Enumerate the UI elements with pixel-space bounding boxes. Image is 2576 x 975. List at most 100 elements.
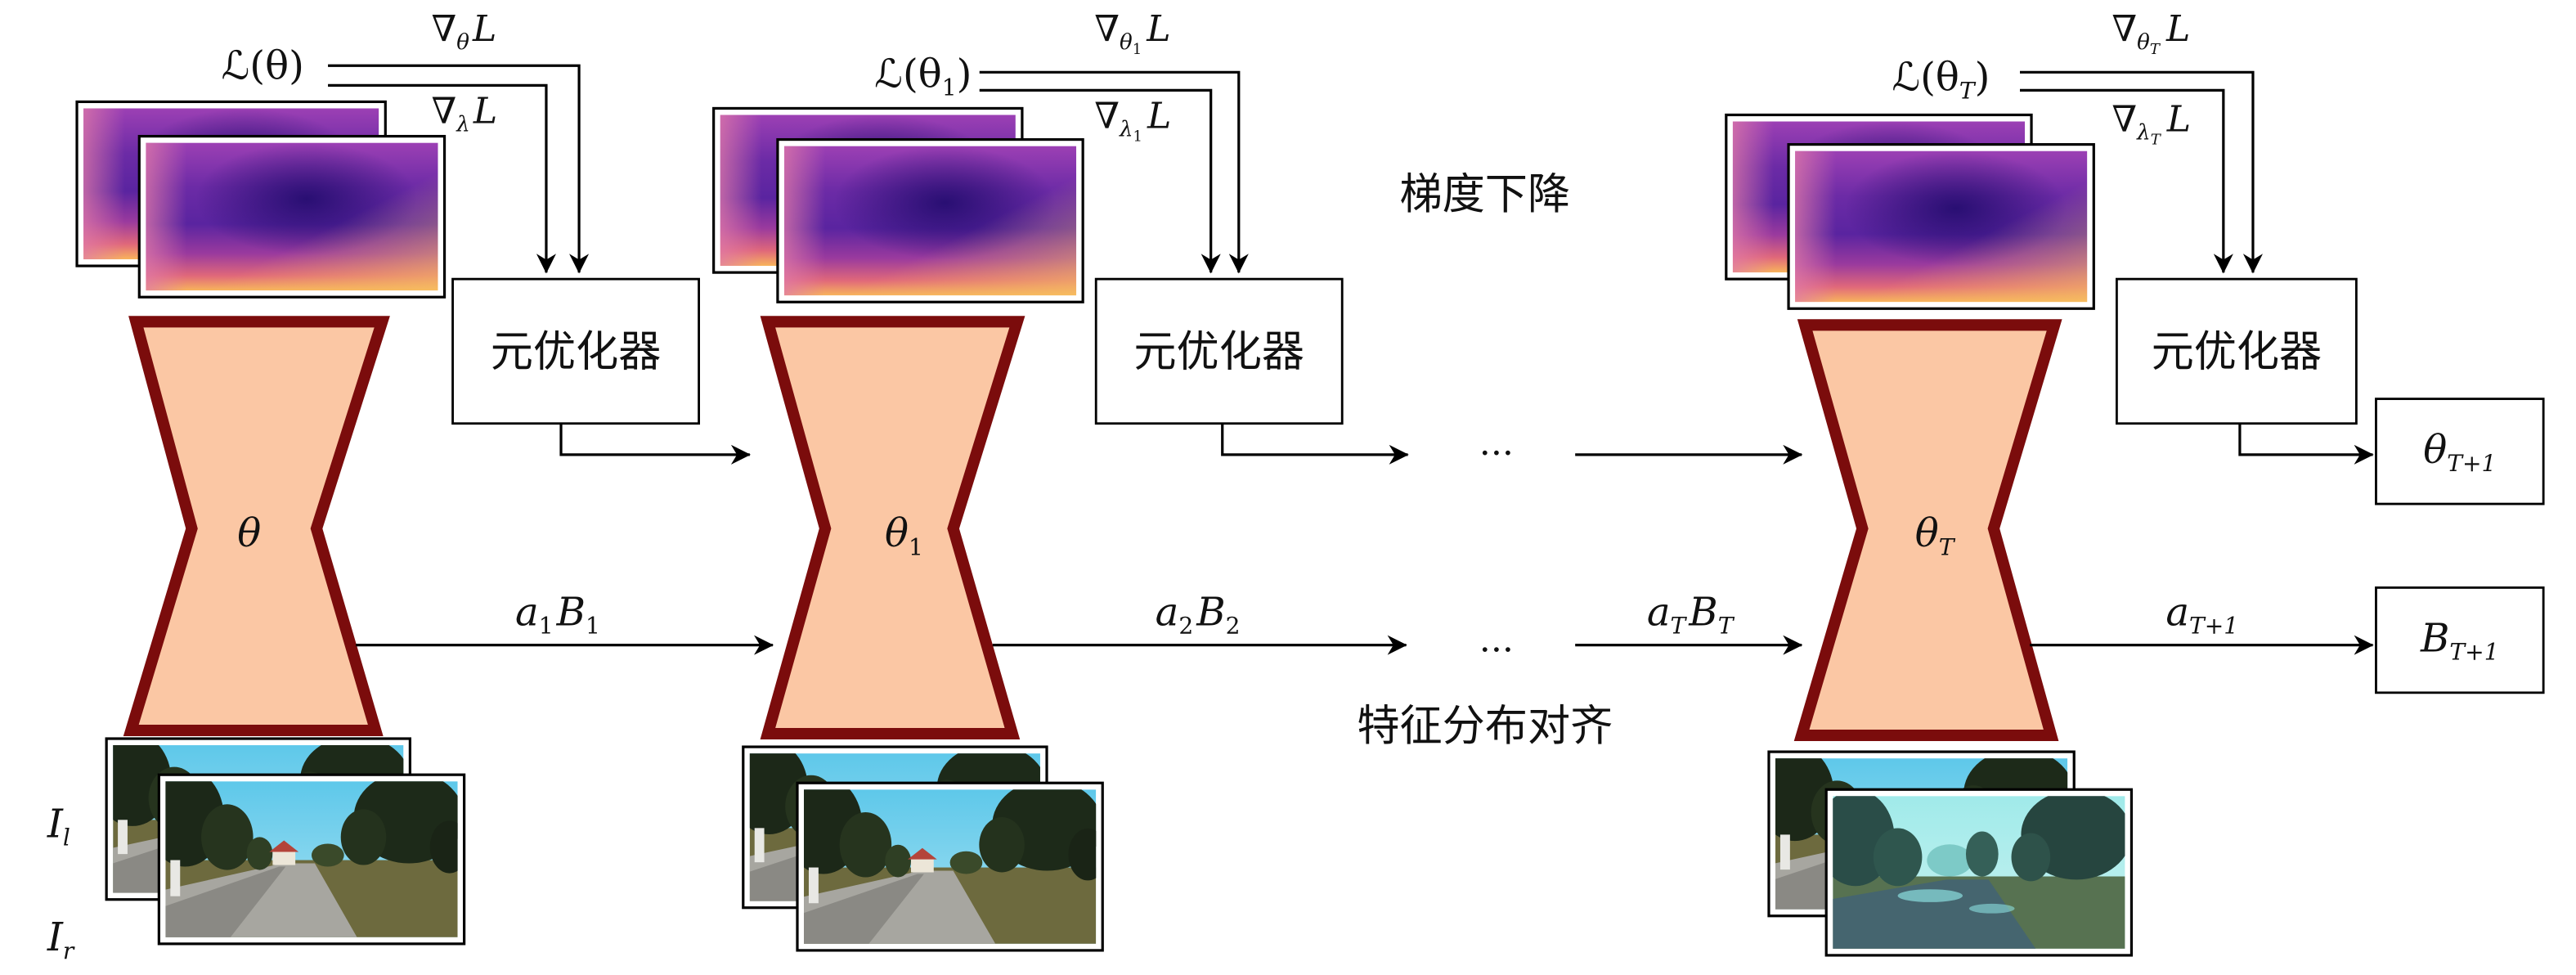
network-param: θ: [885, 510, 909, 556]
transfer-label: aT+1: [2165, 590, 2238, 640]
loss-text: ℒ(θ: [1892, 54, 1959, 100]
network-param-sub: T: [1939, 533, 1956, 560]
next-features-sub: T+1: [2449, 639, 2498, 666]
gradient-lambda-arrow: [979, 88, 1221, 274]
gradient-theta-arrow: [328, 64, 590, 274]
stereo-image-stack: [105, 737, 466, 946]
gradient-sub: θ: [1120, 30, 1133, 55]
meta-optimizer-box: [2115, 277, 2358, 425]
gradient-var: L: [473, 91, 497, 133]
nabla-symbol: ∇: [431, 8, 456, 50]
transfer-a-sub: 1: [539, 613, 554, 640]
ellipsis-bottom: ...: [1479, 619, 1514, 661]
transfer-b-sub: 1: [586, 613, 600, 640]
parameter-update-arrow: [1221, 423, 1409, 465]
loss-close: ): [957, 51, 972, 97]
nabla-symbol: ∇: [431, 91, 456, 133]
transfer-a: a: [515, 590, 539, 636]
gradient-var: L: [1147, 96, 1171, 137]
network-hourglass: [1793, 319, 2062, 742]
gradient-sub: λ: [2136, 121, 2151, 146]
stereo-image-right: [804, 789, 1097, 944]
gradient-sub: θ: [456, 30, 469, 55]
transfer-a-sub: T: [1671, 613, 1688, 640]
loss-label: ℒ(θ1): [874, 51, 972, 101]
disparity-map-image-front: [783, 146, 1077, 296]
loss-close: ): [1975, 54, 1990, 100]
next-params-label: θT+1: [2423, 427, 2496, 477]
network-label: θ1: [885, 510, 923, 560]
input-right-sub: r: [63, 937, 75, 964]
transfer-a-sub: T+1: [2189, 613, 2238, 640]
stereo-image-right: [165, 781, 458, 937]
gradient-descent-label: 梯度下降: [1399, 170, 1570, 219]
input-right-label: Ir: [47, 914, 75, 964]
network-label: θT: [1915, 510, 1956, 560]
disparity-map-stack: [1725, 113, 2095, 310]
nabla-symbol: ∇: [1094, 8, 1120, 50]
parameter-update-arrow: [559, 423, 751, 465]
next-params-base: θ: [2423, 427, 2447, 473]
stereo-image-stack: [742, 745, 1104, 952]
next-features-base: B: [2420, 616, 2449, 662]
nabla-symbol: ∇: [1094, 96, 1120, 137]
outputs: θT+1 BT+1: [2375, 398, 2545, 694]
transfer-b: B: [556, 590, 586, 636]
disparity-map-image-front: [1795, 151, 2088, 303]
disparity-map-stack: [712, 106, 1084, 303]
disparity-map-stack: [75, 100, 447, 299]
next-params-box: [2375, 398, 2545, 505]
input-left-sub: l: [63, 824, 70, 851]
meta-optimizer-label: 元优化器: [2152, 328, 2322, 377]
meta-optimizer-box: [451, 277, 700, 425]
next-features-label: BT+1: [2420, 616, 2499, 666]
loss-text: ℒ(θ: [222, 43, 289, 88]
disparity-map-image-front: [146, 142, 438, 291]
meta-optimizer-label: 元优化器: [1133, 328, 1304, 377]
loss-sub: 1: [942, 74, 957, 101]
gradient-var: L: [2165, 8, 2190, 50]
transfer-a: a: [2165, 590, 2189, 636]
meta-optimizer-box: [1094, 277, 1344, 425]
meta-optimizer-label: 元优化器: [491, 328, 662, 377]
input-left-label: Il: [47, 801, 70, 851]
transfer-a: a: [1647, 590, 1671, 636]
gradient-sub: λ: [1119, 118, 1133, 142]
stereo-image-right-augmented: [1833, 796, 2125, 949]
gradient-subsub: 1: [1133, 41, 1142, 58]
network-param: θ: [237, 510, 261, 556]
network-hourglass: [760, 316, 1025, 740]
loss-label: ℒ(θT): [1892, 54, 1990, 104]
transfer-b: B: [1688, 590, 1717, 636]
next-params-sub: T+1: [2447, 450, 2496, 477]
gradient-sub: λ: [456, 113, 470, 137]
transfer-b: B: [1196, 590, 1225, 636]
network-param-sub: 1: [909, 533, 923, 560]
gradient-subsub: T: [2151, 132, 2162, 149]
input-right-base: I: [47, 914, 64, 960]
next-features-box: [2375, 586, 2545, 694]
stereo-image-stack: [1767, 750, 2134, 957]
transfer-b-sub: T: [1718, 613, 1735, 640]
parameter-update-arrow: [2238, 423, 2374, 465]
transfer-a: a: [1156, 590, 1179, 636]
nabla-symbol: ∇: [2112, 99, 2137, 141]
network-label: θ: [237, 510, 261, 556]
network-param: θ: [1915, 510, 1939, 556]
gradient-theta-arrow: [2020, 70, 2264, 274]
loss-label: ℒ(θ): [222, 43, 304, 88]
gradient-lambda-arrow: [2020, 88, 2233, 274]
transfer-b-sub: 2: [1226, 613, 1241, 640]
gradient-subsub: T: [2150, 41, 2161, 58]
